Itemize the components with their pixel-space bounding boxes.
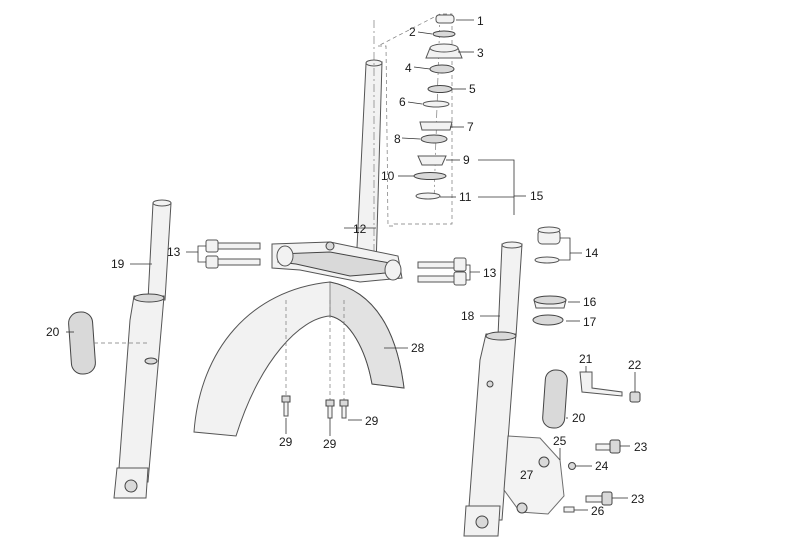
head-bearing-stack — [413, 14, 463, 200]
left-fork-leg — [113, 199, 172, 499]
callout-29-middle: 29 — [323, 437, 337, 451]
callout-13-left: 13 — [167, 245, 181, 259]
callout-23-lower: 23 — [631, 492, 645, 506]
pinch-bolts-right — [417, 257, 467, 286]
callout-25: 25 — [553, 434, 567, 448]
callout-29-left: 29 — [279, 435, 293, 449]
callout-12: 12 — [353, 222, 367, 236]
callout-8: 8 — [394, 132, 401, 146]
reflector-bracket — [579, 371, 623, 397]
callout-15: 15 — [530, 189, 544, 203]
callout-2: 2 — [409, 25, 416, 39]
callout-4: 4 — [405, 61, 412, 75]
callout-28: 28 — [411, 341, 425, 355]
callout-23-upper: 23 — [634, 440, 648, 454]
reflector-left — [68, 311, 150, 375]
front-fender — [193, 281, 405, 437]
triple-clamp — [271, 241, 403, 283]
callout-29-right: 29 — [365, 414, 379, 428]
pinch-bolts-left — [205, 239, 261, 269]
right-fork-leg — [463, 241, 523, 537]
callout-16: 16 — [583, 295, 597, 309]
callout-26: 26 — [591, 504, 605, 518]
brake-caliper — [503, 435, 565, 515]
reflector-right — [542, 369, 568, 429]
callout-22: 22 — [628, 358, 642, 372]
callout-7: 7 — [467, 120, 474, 134]
callout-27: 27 — [520, 468, 534, 482]
callout-14: 14 — [585, 246, 599, 260]
callout-5: 5 — [469, 82, 476, 96]
callout-1: 1 — [477, 14, 484, 28]
callout-19: 19 — [111, 257, 125, 271]
fork-cap — [534, 226, 561, 264]
bracket-bolt — [629, 391, 641, 403]
callout-20-right: 20 — [572, 411, 586, 425]
callout-3: 3 — [477, 46, 484, 60]
caliper-bolts — [585, 439, 621, 506]
leader-lines — [66, 19, 636, 511]
fender-screws — [281, 395, 349, 419]
callout-24: 24 — [595, 459, 609, 473]
callout-labels: 1 2 3 4 5 6 7 8 9 10 11 12 13 13 14 15 1… — [46, 14, 648, 518]
bleeder-parts — [563, 462, 576, 513]
callout-20-left: 20 — [46, 325, 60, 339]
callout-17: 17 — [583, 315, 597, 329]
callout-6: 6 — [399, 95, 406, 109]
fork-seals — [532, 295, 567, 326]
callout-21: 21 — [579, 352, 593, 366]
callout-10: 10 — [381, 169, 395, 183]
callout-18: 18 — [461, 309, 475, 323]
callout-13-right: 13 — [483, 266, 497, 280]
callout-11: 11 — [459, 190, 472, 204]
callout-9: 9 — [463, 153, 470, 167]
